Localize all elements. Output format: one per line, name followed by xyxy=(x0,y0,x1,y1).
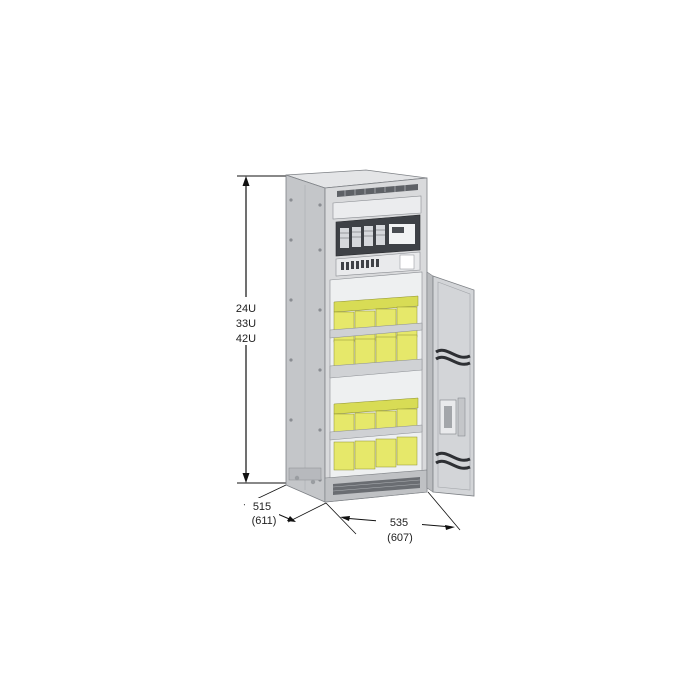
battery-cell xyxy=(333,339,355,367)
cabinet-door[interactable] xyxy=(426,271,475,497)
height-label-42u: 42U xyxy=(236,333,256,345)
width-dimension: 535 (607) xyxy=(325,491,461,544)
depth-alt-label: (611) xyxy=(252,515,277,527)
battery-cell xyxy=(354,440,376,470)
cabinet xyxy=(285,169,428,503)
shelf-rail xyxy=(329,322,423,339)
door-cable-lower xyxy=(435,451,471,462)
depth-dimension: 515 (611) xyxy=(243,484,327,528)
door-cable-upper xyxy=(435,348,471,359)
battery-cell xyxy=(396,306,418,338)
battery-cell xyxy=(396,436,418,466)
height-label-33u: 33U xyxy=(236,318,256,330)
height-label-24u: 24U xyxy=(236,303,256,315)
side-base-vent xyxy=(288,467,322,481)
depth-label: 515 xyxy=(253,501,271,513)
battery-cell xyxy=(375,308,397,340)
shelf-rail xyxy=(329,424,423,441)
battery-cell xyxy=(375,438,397,468)
side-panel-bolts xyxy=(289,198,322,482)
width-label: 535 xyxy=(390,517,408,529)
battery-shelf-upper xyxy=(329,295,423,379)
blank-panel xyxy=(332,195,422,220)
battery-cell xyxy=(375,336,397,364)
width-alt-label: (607) xyxy=(387,532,413,544)
cabinet-left-side xyxy=(285,174,326,503)
height-dimension: 24U 33U 42U xyxy=(226,175,286,484)
door-edge xyxy=(426,271,434,493)
battery-cell xyxy=(333,441,355,471)
battery-shelf-lower xyxy=(329,397,423,471)
battery-cell xyxy=(354,310,376,342)
battery-cell xyxy=(396,334,418,362)
top-vent-strip xyxy=(337,184,418,197)
battery-cell xyxy=(354,338,376,366)
door-panel xyxy=(432,275,475,497)
